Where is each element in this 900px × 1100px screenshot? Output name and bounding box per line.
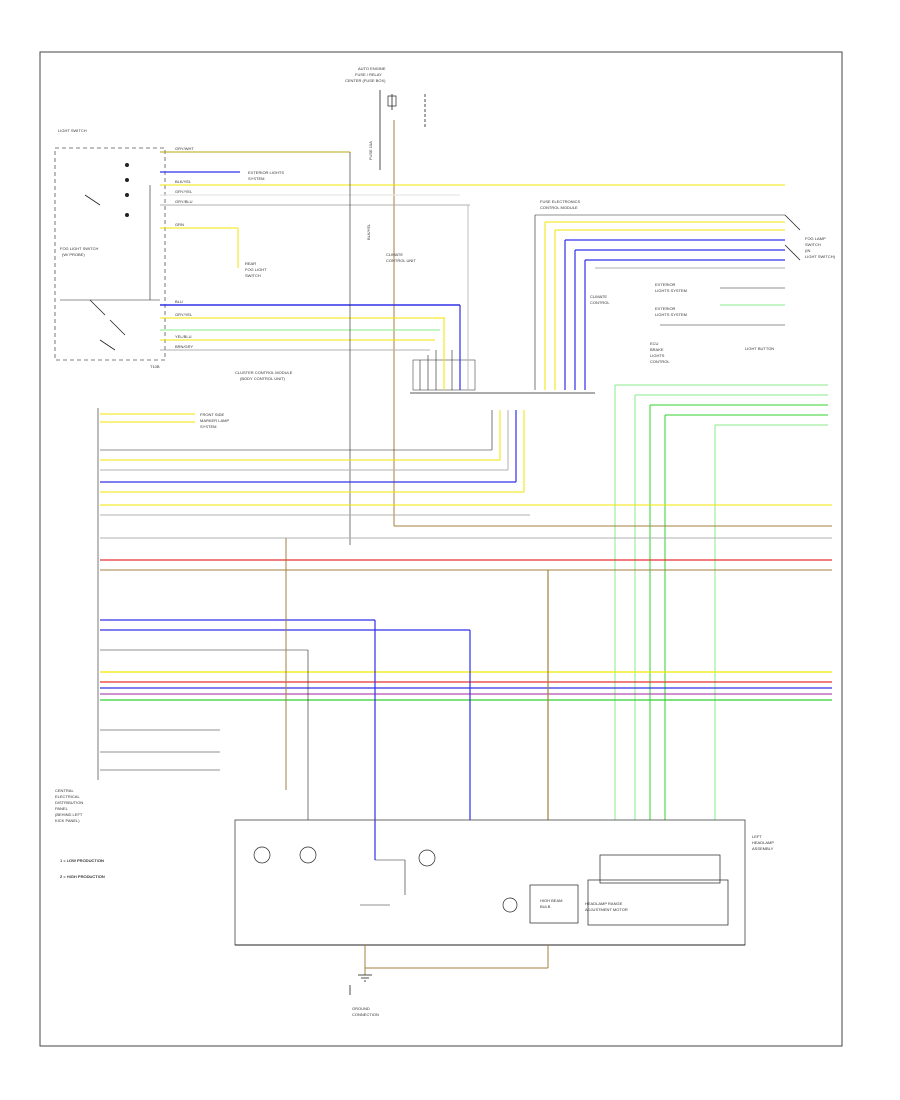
svg-text:EXTERIOR LIGHTS: EXTERIOR LIGHTS bbox=[248, 170, 284, 175]
svg-text:SYSTEM: SYSTEM bbox=[248, 176, 264, 181]
svg-text:GROUND: GROUND bbox=[352, 1006, 370, 1011]
svg-text:LEFT: LEFT bbox=[752, 834, 762, 839]
svg-text:CONTROL: CONTROL bbox=[650, 359, 670, 364]
svg-text:CLUSTER CONTROL MODULE: CLUSTER CONTROL MODULE bbox=[235, 370, 293, 375]
svg-text:GRN: GRN bbox=[175, 222, 184, 227]
note-low-production: 1 = LOW PRODUCTION bbox=[60, 858, 104, 863]
light-switch-module: LIGHT SWITCH FOG LIGHT SWITCH (W/ PROBE)… bbox=[54, 128, 166, 369]
svg-text:(BODY CONTROL UNIT): (BODY CONTROL UNIT) bbox=[240, 376, 286, 381]
svg-text:HEADLAMP RANGE: HEADLAMP RANGE bbox=[585, 901, 623, 906]
svg-text:SWITCH: SWITCH bbox=[805, 242, 821, 247]
svg-text:KICK PANEL): KICK PANEL) bbox=[55, 818, 80, 823]
svg-text:GRY/YEL: GRY/YEL bbox=[175, 189, 193, 194]
svg-text:CONNECTION: CONNECTION bbox=[352, 1012, 379, 1017]
harness-runs: FRONT SIDE MARKER LAMP SYSTEM bbox=[100, 412, 832, 771]
left-headlamp: LEFT HEADLAMP ASSEMBLY HEADLAMP RANGE AD… bbox=[234, 819, 774, 946]
svg-text:LIGHT SWITCH: LIGHT SWITCH bbox=[58, 128, 87, 133]
svg-text:EXTERIOR: EXTERIOR bbox=[655, 282, 676, 287]
svg-text:BRN/GRY: BRN/GRY bbox=[175, 344, 193, 349]
rear-light-switch: FOG LAMP SWITCH (IN LIGHT SWITCH) EXTERI… bbox=[650, 214, 836, 364]
ground: GROUND CONNECTION bbox=[349, 945, 549, 1017]
svg-text:GRY/BLU: GRY/BLU bbox=[175, 199, 193, 204]
svg-text:CENTRAL: CENTRAL bbox=[55, 788, 74, 793]
svg-text:FUSE / RELAY: FUSE / RELAY bbox=[355, 72, 382, 77]
svg-text:(W/ PROBE): (W/ PROBE) bbox=[62, 252, 85, 257]
svg-text:1 = LOW PRODUCTION: 1 = LOW PRODUCTION bbox=[60, 858, 104, 863]
svg-text:CENTER (FUSE BOX): CENTER (FUSE BOX) bbox=[345, 78, 386, 83]
svg-text:MARKER LAMP: MARKER LAMP bbox=[200, 418, 229, 423]
svg-text:ASSEMBLY: ASSEMBLY bbox=[752, 846, 774, 851]
svg-text:LIGHTS SYSTEM: LIGHTS SYSTEM bbox=[655, 288, 687, 293]
vertical-drops bbox=[285, 410, 549, 860]
svg-text:BLU: BLU bbox=[175, 299, 183, 304]
svg-text:(BEHIND LEFT: (BEHIND LEFT bbox=[55, 812, 83, 817]
svg-text:FUSE 10A: FUSE 10A bbox=[368, 141, 373, 160]
svg-text:HIGH BEAM: HIGH BEAM bbox=[540, 898, 562, 903]
svg-text:YEL/BLU: YEL/BLU bbox=[175, 334, 192, 339]
svg-text:GRY/YEL: GRY/YEL bbox=[175, 312, 193, 317]
svg-text:CONTROL: CONTROL bbox=[590, 300, 610, 305]
switch-output-wires: GRY/WHT BLK/YEL GRY/YEL GRY/BLU GRN BLU … bbox=[160, 146, 785, 545]
fuse-block-top: AUTO ENGINE FUSE / RELAY CENTER (FUSE BO… bbox=[345, 66, 426, 526]
svg-text:LIGHT SWITCH): LIGHT SWITCH) bbox=[805, 254, 836, 259]
svg-text:(IN: (IN bbox=[805, 248, 810, 253]
svg-text:T10B: T10B bbox=[150, 364, 160, 369]
svg-text:AUTO ENGINE: AUTO ENGINE bbox=[358, 66, 386, 71]
svg-text:BULB: BULB bbox=[540, 904, 551, 909]
svg-text:2 = HIGH PRODUCTION: 2 = HIGH PRODUCTION bbox=[60, 874, 105, 879]
green-bus bbox=[614, 384, 828, 820]
svg-text:BLK/YEL: BLK/YEL bbox=[175, 179, 192, 184]
svg-text:FOG LAMP: FOG LAMP bbox=[805, 236, 826, 241]
svg-text:FUSE ELECTRONICS: FUSE ELECTRONICS bbox=[540, 199, 581, 204]
svg-text:CLIMATE: CLIMATE bbox=[386, 252, 403, 257]
svg-text:FOG LIGHT: FOG LIGHT bbox=[245, 267, 267, 272]
svg-text:BLK/YEL: BLK/YEL bbox=[366, 223, 371, 240]
svg-text:PANEL: PANEL bbox=[55, 806, 69, 811]
svg-text:CONTROL UNIT: CONTROL UNIT bbox=[386, 258, 416, 263]
svg-text:ELECTRICAL: ELECTRICAL bbox=[55, 794, 80, 799]
svg-text:BRAKE: BRAKE bbox=[650, 347, 664, 352]
svg-text:FRONT SIDE: FRONT SIDE bbox=[200, 412, 224, 417]
svg-text:GRY/WHT: GRY/WHT bbox=[175, 146, 194, 151]
svg-text:CLIMATE: CLIMATE bbox=[590, 294, 607, 299]
svg-text:CONTROL MODULE: CONTROL MODULE bbox=[540, 205, 578, 210]
svg-text:SYSTEM: SYSTEM bbox=[200, 424, 216, 429]
svg-text:DISTRIBUTION: DISTRIBUTION bbox=[55, 800, 83, 805]
svg-text:EXTERIOR: EXTERIOR bbox=[655, 306, 676, 311]
svg-text:LIGHTS: LIGHTS bbox=[650, 353, 665, 358]
note-high-production: 2 = HIGH PRODUCTION bbox=[60, 874, 105, 879]
diagram-frame bbox=[39, 51, 843, 1047]
svg-text:REAR: REAR bbox=[245, 261, 256, 266]
svg-text:ECU: ECU bbox=[650, 341, 659, 346]
svg-text:LIGHT BUTTON: LIGHT BUTTON bbox=[745, 346, 774, 351]
central-connector: CLIMATE CONTROL UNIT CLUSTER CONTROL MOD… bbox=[235, 199, 785, 394]
svg-text:LIGHTS SYSTEM: LIGHTS SYSTEM bbox=[655, 312, 687, 317]
left-connector-list: CENTRAL ELECTRICAL DISTRIBUTION PANEL (B… bbox=[55, 408, 105, 879]
svg-text:ADJUSTMENT MOTOR: ADJUSTMENT MOTOR bbox=[585, 907, 628, 912]
svg-text:FOG LIGHT SWITCH: FOG LIGHT SWITCH bbox=[60, 246, 98, 251]
svg-text:SWITCH: SWITCH bbox=[245, 273, 261, 278]
svg-text:HEADLAMP: HEADLAMP bbox=[752, 840, 774, 845]
